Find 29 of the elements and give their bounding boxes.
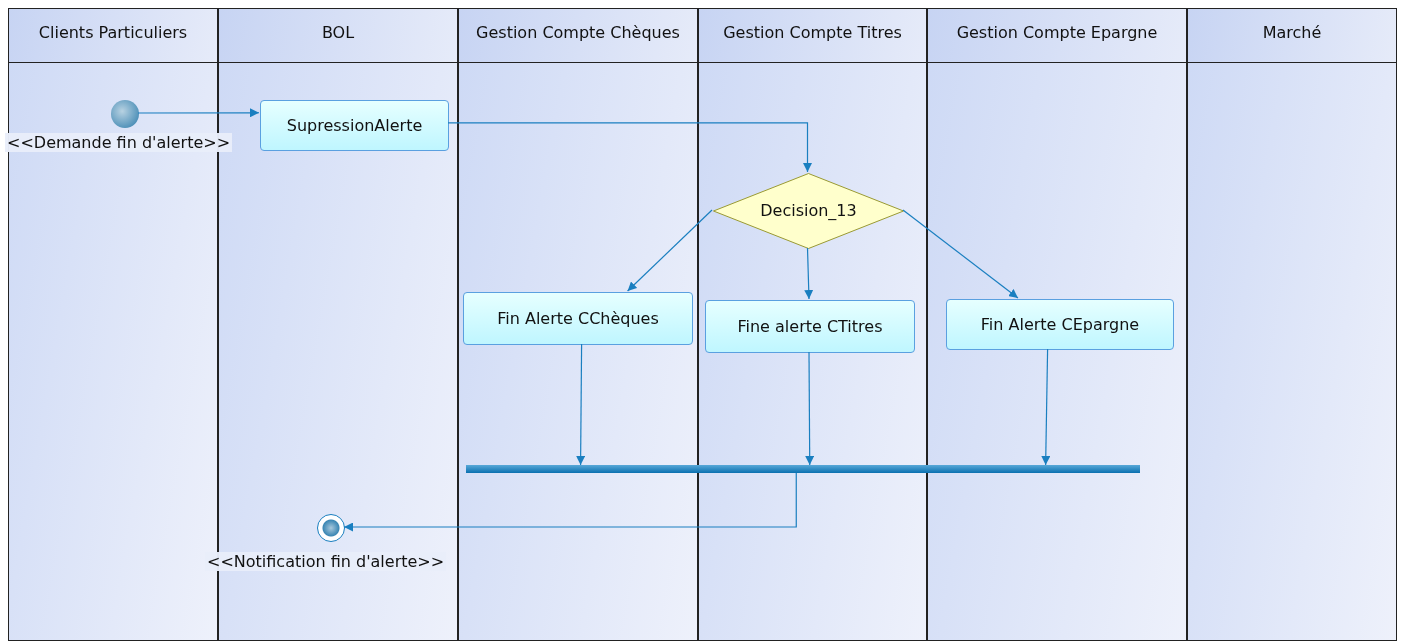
final-node — [317, 514, 345, 542]
arrow — [576, 343, 586, 466]
lane-title: Gestion Compte Chèques — [475, 23, 681, 42]
swimlane — [927, 8, 1187, 641]
arrow — [805, 351, 815, 466]
lane-title: Gestion Compte Epargne — [955, 23, 1159, 42]
activity-box: Fin Alerte CChèques — [463, 292, 693, 345]
arrow — [804, 247, 814, 300]
initial-node — [111, 100, 139, 128]
arrow — [447, 122, 812, 173]
arrow — [137, 108, 260, 118]
decision-diamond — [713, 173, 904, 249]
decision-label: Decision_13 — [759, 201, 858, 220]
arrow — [343, 472, 797, 532]
swimlane — [698, 8, 927, 641]
activity-box: Fine alerte CTitres — [705, 300, 915, 353]
join-bar — [466, 465, 1140, 473]
activity-box: SupressionAlerte — [260, 100, 449, 151]
lane-title: BOL — [320, 23, 356, 42]
lane-title: Gestion Compte Titres — [722, 23, 903, 42]
lane-title: Clients Particuliers — [37, 23, 189, 42]
node-caption: <<Demande fin d'alerte>> — [5, 133, 233, 152]
arrow — [627, 209, 713, 292]
arrow — [1041, 348, 1051, 466]
activity-box: Fin Alerte CEpargne — [946, 299, 1174, 350]
swimlane — [1187, 8, 1397, 641]
arrow — [902, 209, 1019, 299]
lane-title: Marché — [1261, 23, 1323, 42]
swimlane — [458, 8, 698, 641]
